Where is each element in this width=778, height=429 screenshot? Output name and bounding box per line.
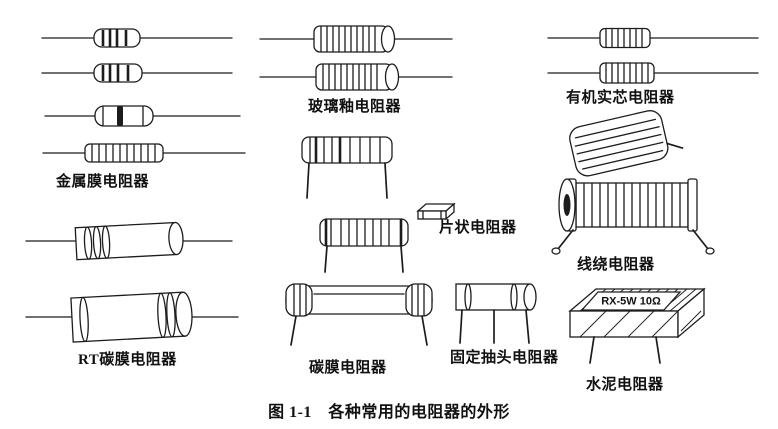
metal-film-resistor-3-illustration [44,105,241,127]
organic-solid-resistor-label: 有机实芯电阻器 [566,90,675,106]
rt-carbon-film-resistor-large-illustration [25,291,239,343]
fixed-tap-resistor-illustration [455,283,537,344]
wirewound-resistor-tube-illustration [551,178,715,255]
radial-resistor-2-illustration [319,218,409,273]
metal-film-resistor-4-illustration [42,143,246,163]
radial-resistor-1-illustration [301,136,393,199]
rt-carbon-film-resistor-small-illustration [25,221,233,261]
glass-glaze-resistor-1-illustration [259,25,453,53]
metal-film-resistor-1-illustration [41,28,233,48]
carbon-film-resistor-label: 碳膜电阻器 [309,360,387,376]
wirewound-resistor-label: 线绕电阻器 [577,257,655,273]
rt-carbon-film-resistor-label: RT碳膜电阻器 [78,352,177,368]
chip-resistor-illustration [416,202,456,221]
cement-resistor-illustration: RX-5W 10Ω [568,287,706,364]
carbon-film-resistor-illustration [285,283,433,346]
organic-solid-resistor-2-illustration [547,62,759,84]
cement-resistor-marking: RX-5W 10Ω [601,296,661,308]
glass-glaze-resistor-label: 玻璃釉电阻器 [308,99,402,115]
organic-solid-resistor-1-illustration [547,27,759,49]
fixed-tap-resistor-label: 固定抽头电阻器 [450,350,559,366]
wirewound-resistor-flat-illustration [569,110,684,177]
cement-resistor-label: 水泥电阻器 [586,377,664,393]
chip-resistor-label: 片状电阻器 [439,220,517,236]
glass-glaze-resistor-2-illustration [259,63,453,91]
figure-caption: 图 1-1 各种常用的电阻器的外形 [268,404,510,421]
metal-film-resistor-label: 金属膜电阻器 [56,174,150,190]
metal-film-resistor-2-illustration [41,63,233,83]
